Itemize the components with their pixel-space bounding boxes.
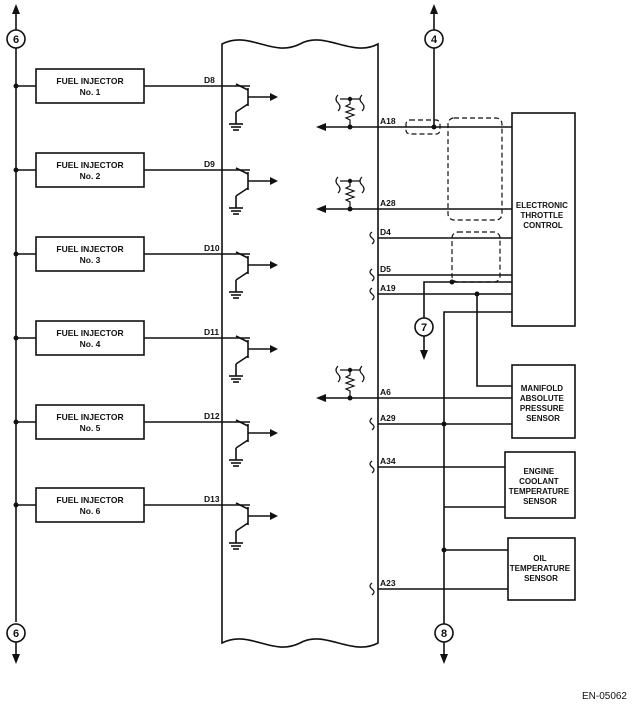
fuel-injector-number: No. 1 — [80, 87, 101, 97]
map-sensor-label: MANIFOLD ABSOLUTE PRESSURE SENSOR — [520, 384, 566, 423]
fuel-injector-box — [35, 404, 145, 440]
pull-up-resistor-icon — [335, 365, 365, 401]
fuel-injector-number: No. 4 — [80, 339, 101, 349]
wire-a19: A19 — [369, 283, 512, 387]
injector-pin-label: D12 — [204, 411, 220, 421]
pin-d5-label: D5 — [380, 264, 391, 274]
fuel-injector-box — [35, 68, 145, 104]
injector-pin-label: D9 — [204, 159, 215, 169]
fuel-injector-number: No. 6 — [80, 506, 101, 516]
figure-reference: EN-05062 — [582, 691, 627, 702]
left-power-bus: 6 6 — [6, 4, 26, 664]
pin-a28-label: A28 — [380, 198, 396, 208]
oil-temp-sensor-box — [507, 537, 576, 601]
fuel-injector-name: FUEL INJECTOR — [56, 412, 123, 422]
fuel-injector-number: No. 2 — [80, 171, 101, 181]
fuel-injector-box — [35, 487, 145, 523]
fuel-injector-name: FUEL INJECTOR — [56, 76, 123, 86]
wire-d4: D4 — [369, 227, 512, 245]
pin-a29-label: A29 — [380, 413, 396, 423]
pull-up-resistors — [335, 94, 365, 401]
transistor-symbol — [229, 335, 278, 383]
connector-6-bottom-label: 6 — [13, 628, 19, 640]
etc-label: ELECTRONIC THROTTLE CONTROL — [516, 201, 570, 230]
pin-a23-label: A23 — [380, 578, 396, 588]
wire-a18: A18 — [316, 116, 512, 131]
injector-pin-label: D11 — [204, 327, 219, 337]
pin-a6-label: A6 — [380, 387, 391, 397]
fuel-injector-number: No. 5 — [80, 423, 101, 433]
transistor-symbol — [229, 167, 278, 215]
connector-6-top-circle — [6, 29, 26, 49]
shield-lines — [405, 117, 503, 283]
map-sensor-box — [511, 364, 576, 439]
transistor-symbol — [229, 251, 278, 299]
wire-a6: A6 — [316, 387, 512, 402]
pin-d4-label: D4 — [380, 227, 391, 237]
injector-pin-label: D13 — [204, 494, 220, 504]
ecm-outline — [221, 39, 379, 648]
ect-sensor-box — [504, 451, 576, 519]
pin-a34-label: A34 — [380, 456, 396, 466]
fuel-injector-box — [35, 320, 145, 356]
fuel-injector-name: FUEL INJECTOR — [56, 328, 123, 338]
wire-a29: A29 — [369, 413, 512, 431]
connector-7-label: 7 — [421, 322, 427, 334]
fuel-injector-name: FUEL INJECTOR — [56, 244, 123, 254]
connector-7: 7 — [414, 279, 512, 360]
fuel-injector-name: FUEL INJECTOR — [56, 495, 123, 505]
fuel-injector-name: FUEL INJECTOR — [56, 160, 123, 170]
electronic-throttle-control-box — [511, 112, 576, 327]
pull-up-resistor-icon — [335, 176, 365, 212]
injector-pin-label: D10 — [204, 243, 220, 253]
wire-a23: A23 — [369, 578, 508, 596]
fuel-injector-box — [35, 236, 145, 272]
injector-pin-label: D8 — [204, 75, 215, 85]
wire-a28: A28 — [316, 198, 512, 213]
pin-a18-label: A18 — [380, 116, 396, 126]
transistor-symbol — [229, 502, 278, 550]
oil-temp-sensor-label: OIL TEMPERATURE SENSOR — [510, 554, 573, 583]
connector-6-bottom-circle — [6, 623, 26, 643]
fuel-injector-box — [35, 152, 145, 188]
connector-8-label: 8 — [441, 628, 447, 640]
wire-a34: A34 — [369, 456, 505, 508]
transistor-symbol — [229, 83, 278, 131]
pull-up-resistor-icon — [335, 94, 365, 130]
pin-a19-label: A19 — [380, 283, 396, 293]
connector-6-top-label: 6 — [13, 34, 19, 46]
sensor-ground-bus: 8 — [434, 311, 512, 664]
wire-d5: D5 — [369, 264, 512, 282]
ect-sensor-label: ENGINE COOLANT TEMPERATURE SENSOR — [509, 467, 572, 506]
connector-4: 4 — [424, 4, 444, 130]
fuel-injector-number: No. 3 — [80, 255, 101, 265]
transistor-symbol — [229, 419, 278, 467]
connector-4-label: 4 — [431, 34, 438, 46]
